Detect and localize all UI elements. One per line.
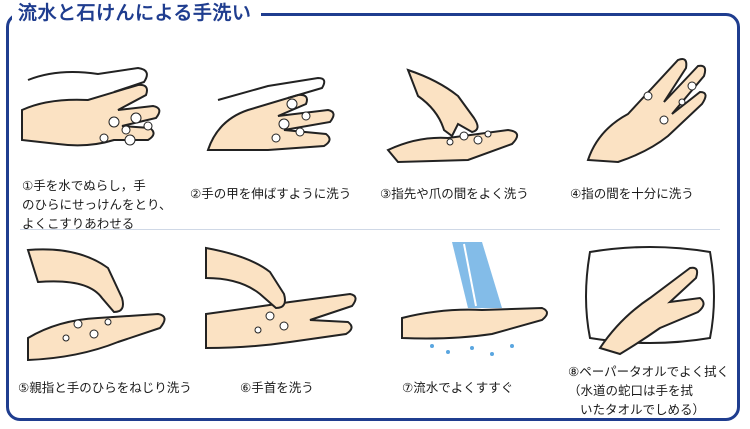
page-title: 流水と石けんによる手洗い bbox=[12, 0, 262, 26]
fingertips-illustration bbox=[386, 68, 519, 164]
step-2: ②手の甲を伸ばすように洗う bbox=[188, 40, 368, 230]
rinse-water-illustration bbox=[401, 242, 548, 356]
frame bbox=[6, 13, 740, 421]
step-5-caption: ⑤親指と手のひらをねじり洗う bbox=[18, 380, 192, 395]
between-fingers-illustration bbox=[586, 58, 707, 164]
step-8-caption-line-2: （水道の蛇口は手を拭 bbox=[568, 383, 694, 398]
step-4-caption: ④指の間を十分に洗う bbox=[570, 186, 694, 201]
step-2-caption: ②手の甲を伸ばすように洗う bbox=[190, 186, 352, 201]
step-1-caption-line-1: ①手を水でぬらし，手 bbox=[22, 178, 146, 193]
paper-towel-illustration bbox=[585, 246, 715, 356]
step-3: ③指先や爪の間をよく洗う bbox=[378, 40, 558, 230]
hands-lather-illustration bbox=[21, 66, 161, 147]
step-6-caption: ⑥手首を洗う bbox=[240, 380, 314, 395]
step-6: ⑥手首を洗う bbox=[200, 238, 370, 418]
step-8-caption-line-1: ⑧ペーパータオルでよく拭く bbox=[568, 364, 730, 379]
wrist-wash-illustration bbox=[205, 246, 357, 350]
step-1-caption-line-3: よくこすりあわせる bbox=[22, 216, 135, 231]
back-of-hand-illustration bbox=[206, 76, 335, 151]
step-4: ④指の間を十分に洗う bbox=[568, 40, 738, 230]
step-1-caption-line-2: のひらにせっけんをとり、 bbox=[22, 197, 172, 212]
step-3-caption: ③指先や爪の間をよく洗う bbox=[380, 186, 529, 201]
step-7: ⑦流水でよくすすぐ bbox=[392, 238, 562, 418]
thumb-twist-illustration bbox=[26, 248, 166, 362]
step-5: ⑤親指と手のひらをねじり洗う bbox=[18, 238, 192, 418]
row-divider bbox=[20, 229, 720, 230]
step-7-caption: ⑦流水でよくすすぐ bbox=[402, 380, 514, 395]
step-8-caption-line-3: いたタオルでしめる） bbox=[580, 402, 706, 417]
step-8: ⑧ペーパータオルでよく拭く （水道の蛇口は手を拭 いたタオルでしめる） bbox=[560, 238, 740, 418]
step-1: ①手を水でぬらし，手 のひらにせっけんをとり、 よくこすりあわせる bbox=[18, 40, 178, 231]
